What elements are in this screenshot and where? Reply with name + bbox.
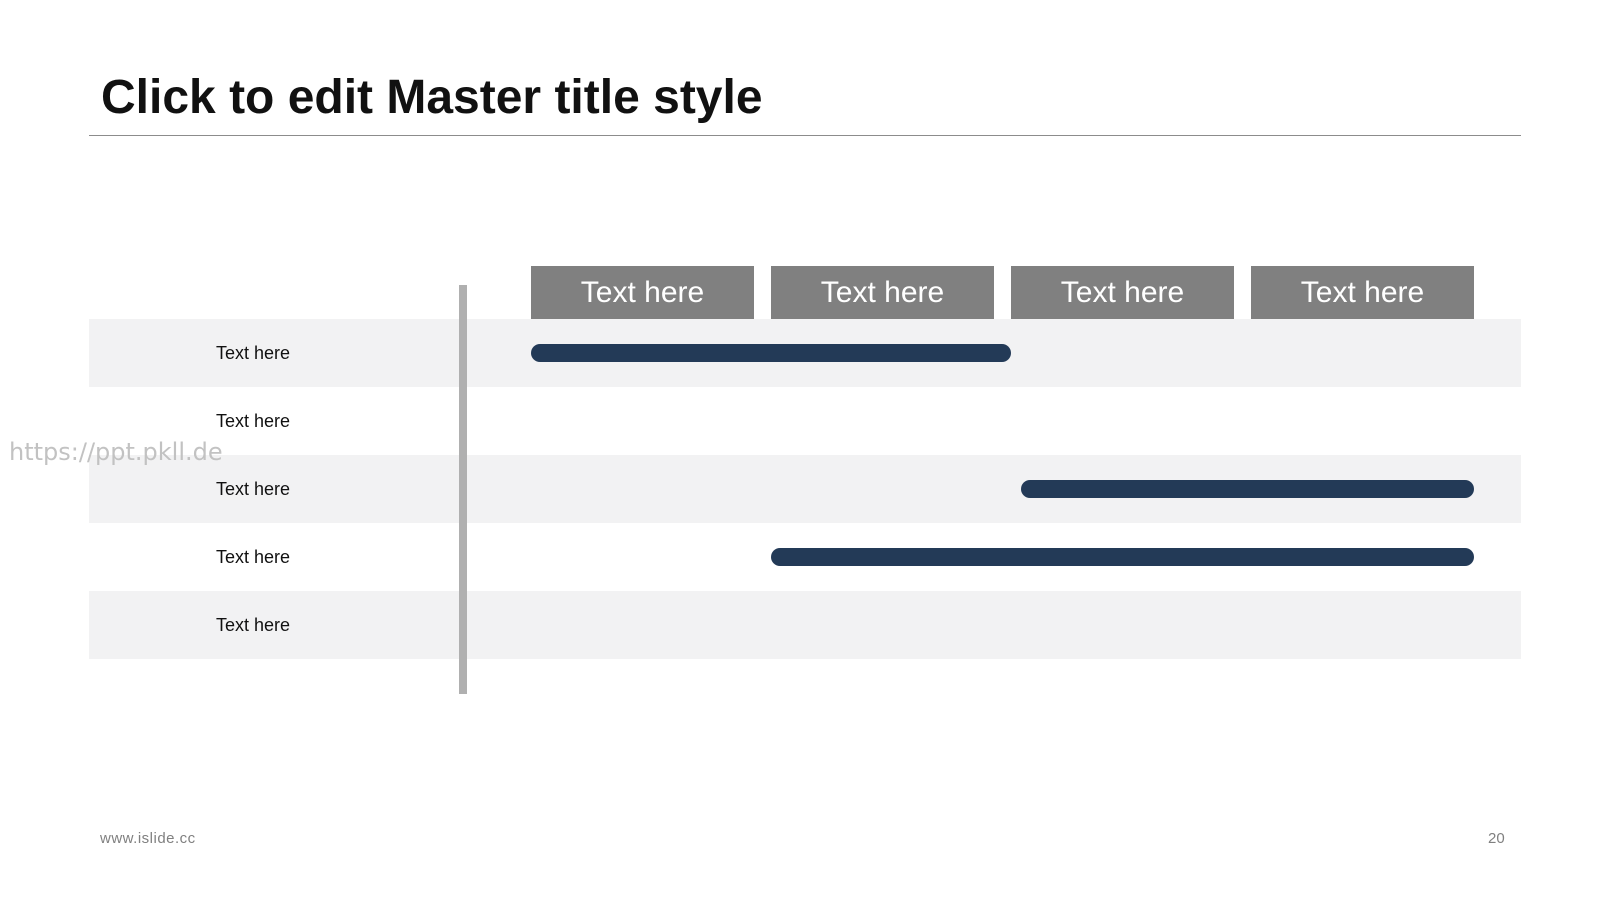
- row-label: Text here: [216, 547, 291, 567]
- footer-url: www.islide.cc: [100, 830, 196, 847]
- column-header: Text here: [1011, 266, 1234, 319]
- row-label: Text here: [216, 479, 291, 499]
- gantt-bar: [1020, 480, 1474, 498]
- row-label: Text here: [216, 343, 291, 363]
- row-label: Text here: [216, 615, 291, 635]
- vertical-separator: [459, 285, 467, 694]
- slide-title[interactable]: Click to edit Master title style: [101, 71, 763, 124]
- row-label: Text here: [216, 411, 291, 431]
- column-header: Text here: [1251, 266, 1474, 319]
- gantt-bar: [531, 344, 1011, 362]
- gantt-bar: [771, 548, 1474, 566]
- title-divider: [89, 135, 1521, 136]
- row-band: [89, 591, 1521, 659]
- column-header: Text here: [531, 266, 754, 319]
- watermark-text: https://ppt.pkll.de: [9, 438, 223, 466]
- row-band: [89, 387, 1521, 455]
- column-header: Text here: [771, 266, 994, 319]
- page-number: 20: [1488, 830, 1505, 847]
